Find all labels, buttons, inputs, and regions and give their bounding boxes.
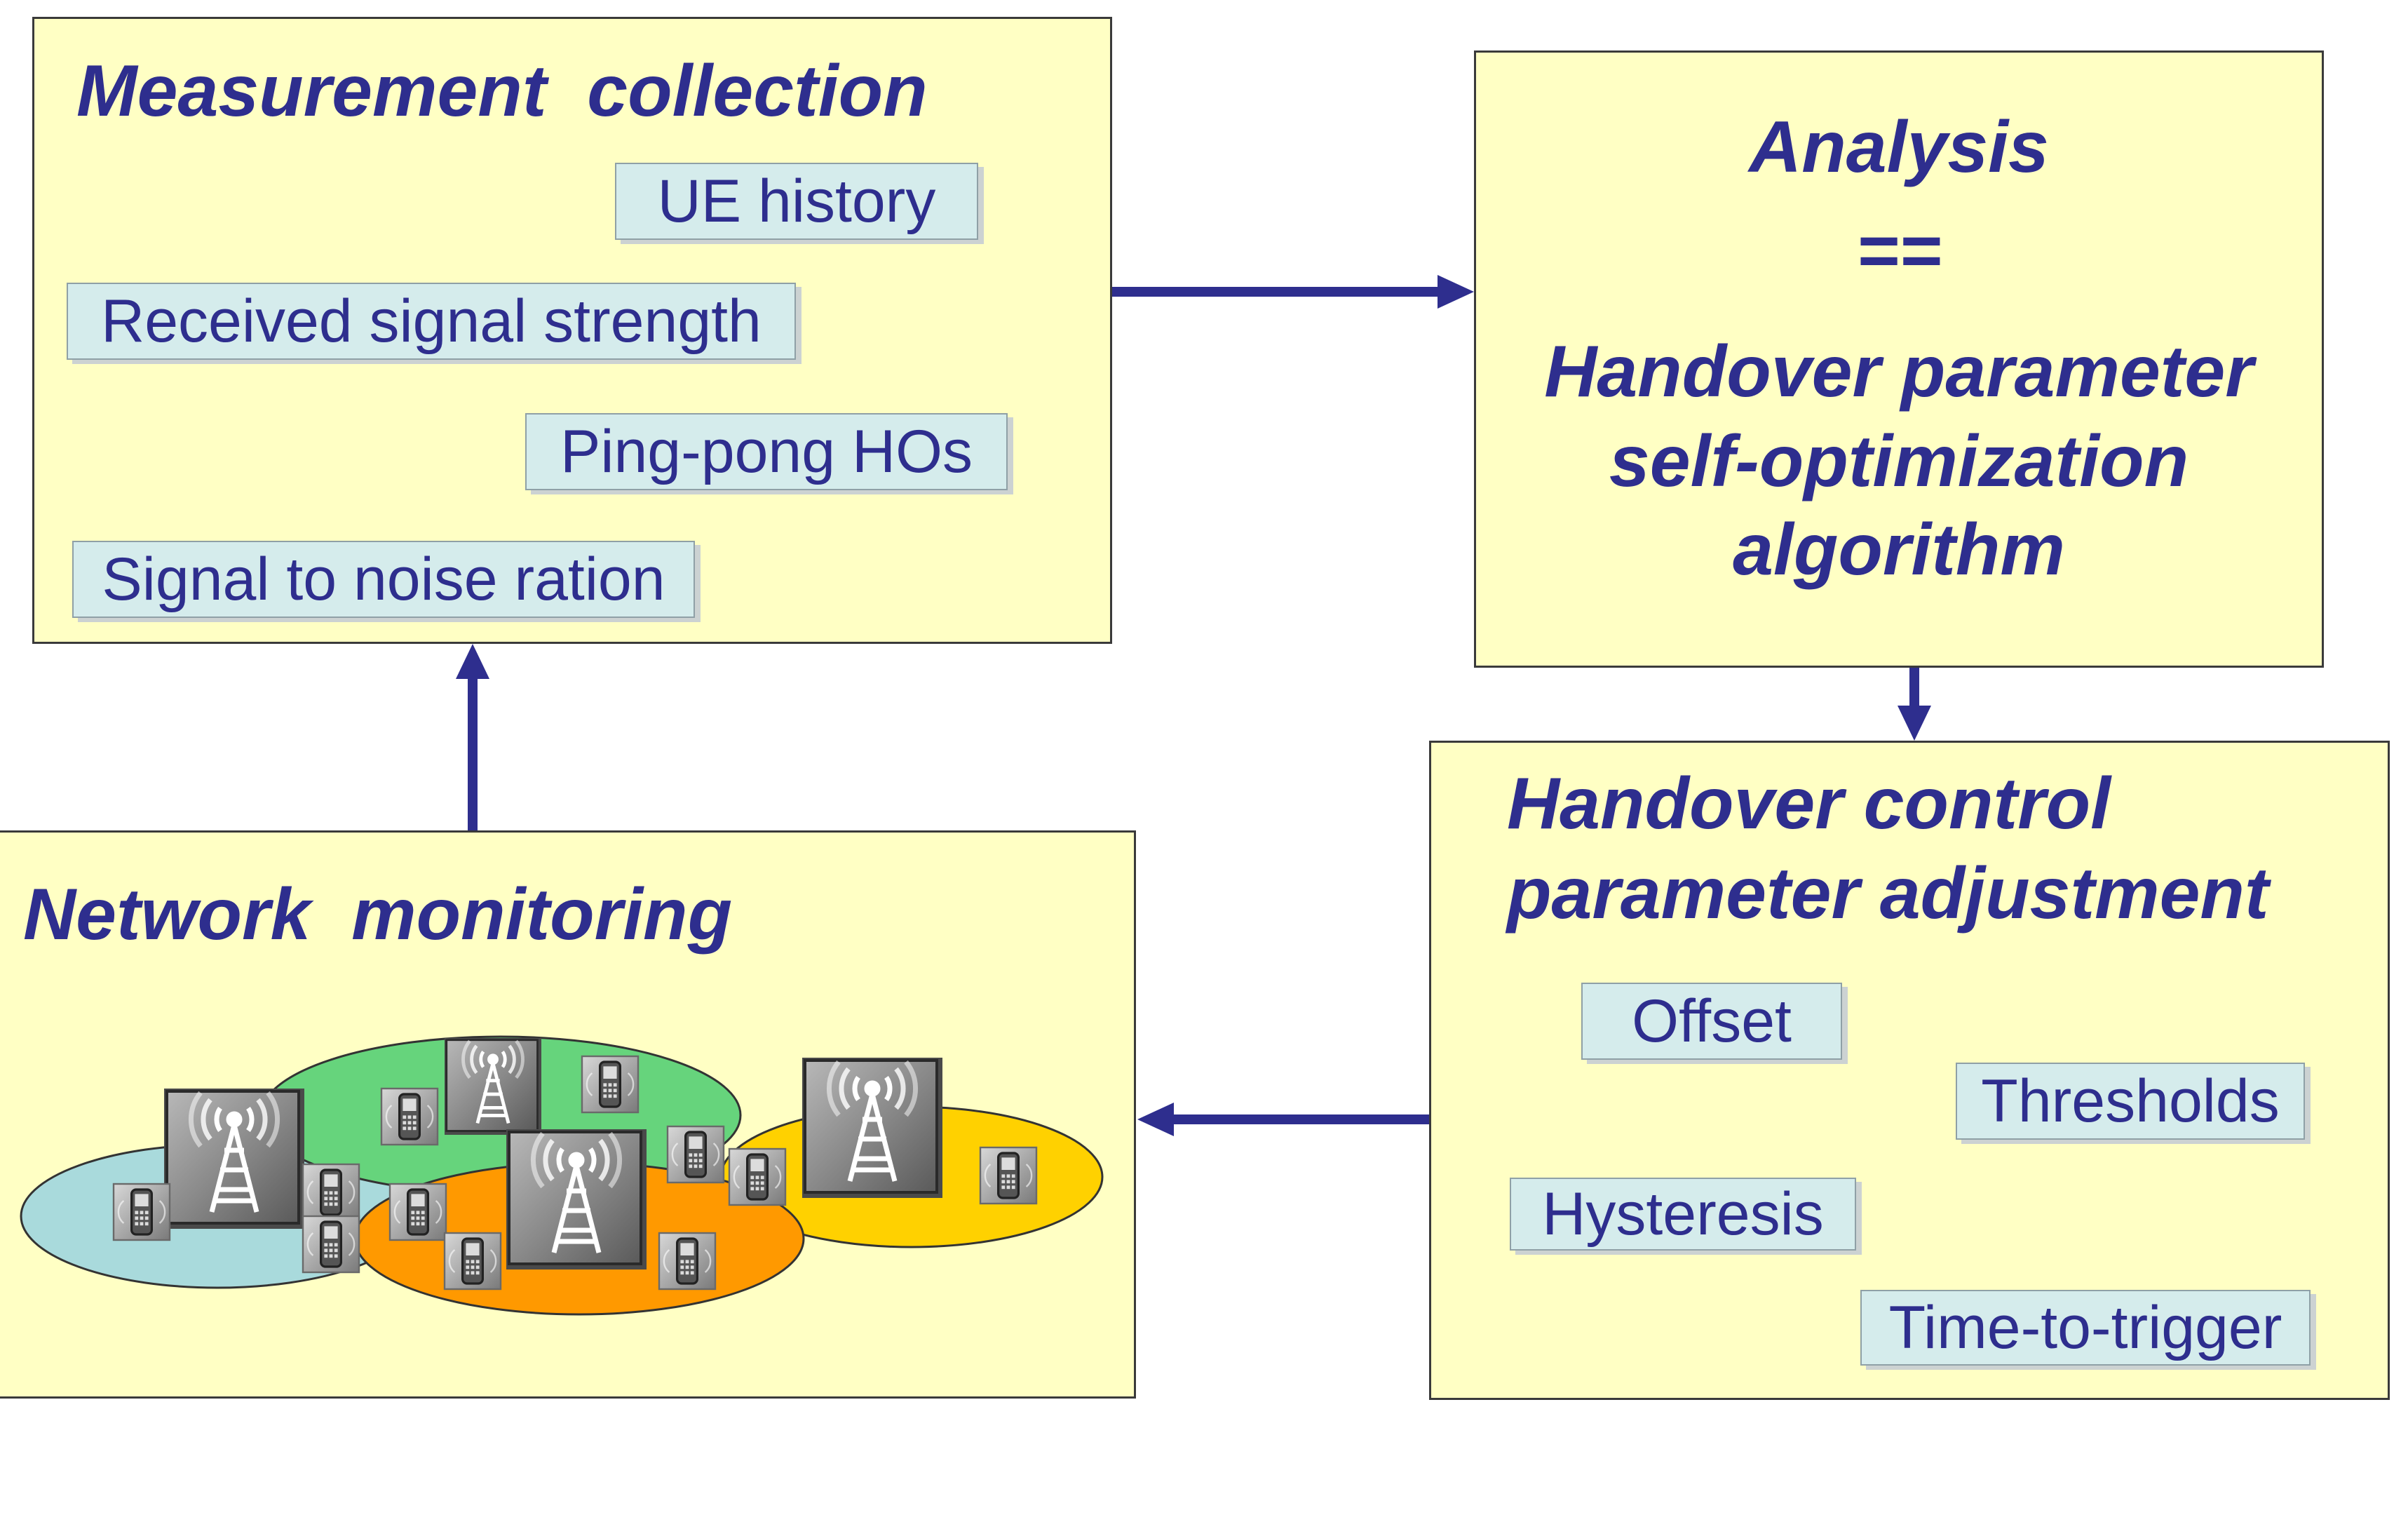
analysis-algorithm-line2: self-optimization <box>1609 421 2189 502</box>
flow-arrows <box>456 275 1931 1136</box>
tag-received-signal-strength: Received signal strength <box>67 283 796 360</box>
arrow-head-to-adjustment <box>1898 706 1931 741</box>
measurement-collection-panel: Measurement collection UE history Receiv… <box>32 17 1112 644</box>
tag-thresholds: Thresholds <box>1956 1063 2305 1140</box>
analysis-algorithm-line3: algorithm <box>1733 509 2065 591</box>
analysis-algorithm-line1: Handover parameter <box>1544 331 2254 412</box>
parameter-adjustment-panel: Handover control parameter adjustment Of… <box>1429 741 2390 1400</box>
cellular-network-illustration <box>20 1035 1104 1316</box>
tag-time-to-trigger: Time-to-trigger <box>1860 1290 2311 1366</box>
arrow-head-to-analysis <box>1438 275 1474 309</box>
measurement-collection-title: Measurement collection <box>76 50 928 132</box>
tag-ue-history: UE history <box>615 163 978 240</box>
parameter-adjustment-title-line2: parameter adjustment <box>1507 853 2269 934</box>
network-monitoring-title: Network monitoring <box>23 874 733 955</box>
tag-offset: Offset <box>1581 983 1842 1060</box>
analysis-equals: == <box>1856 210 1942 292</box>
analysis-panel: Analysis == Handover parameter self-opti… <box>1474 50 2324 668</box>
tag-signal-to-noise: Signal to noise ration <box>72 541 695 618</box>
tag-ping-pong-hos: Ping-pong HOs <box>525 413 1008 490</box>
parameter-adjustment-title-line1: Handover control <box>1507 763 2111 844</box>
arrow-head-to-measurement <box>456 644 489 679</box>
analysis-title: Analysis <box>1749 107 2049 188</box>
tag-hysteresis: Hysteresis <box>1510 1178 1856 1251</box>
arrow-head-to-monitoring <box>1137 1103 1174 1136</box>
